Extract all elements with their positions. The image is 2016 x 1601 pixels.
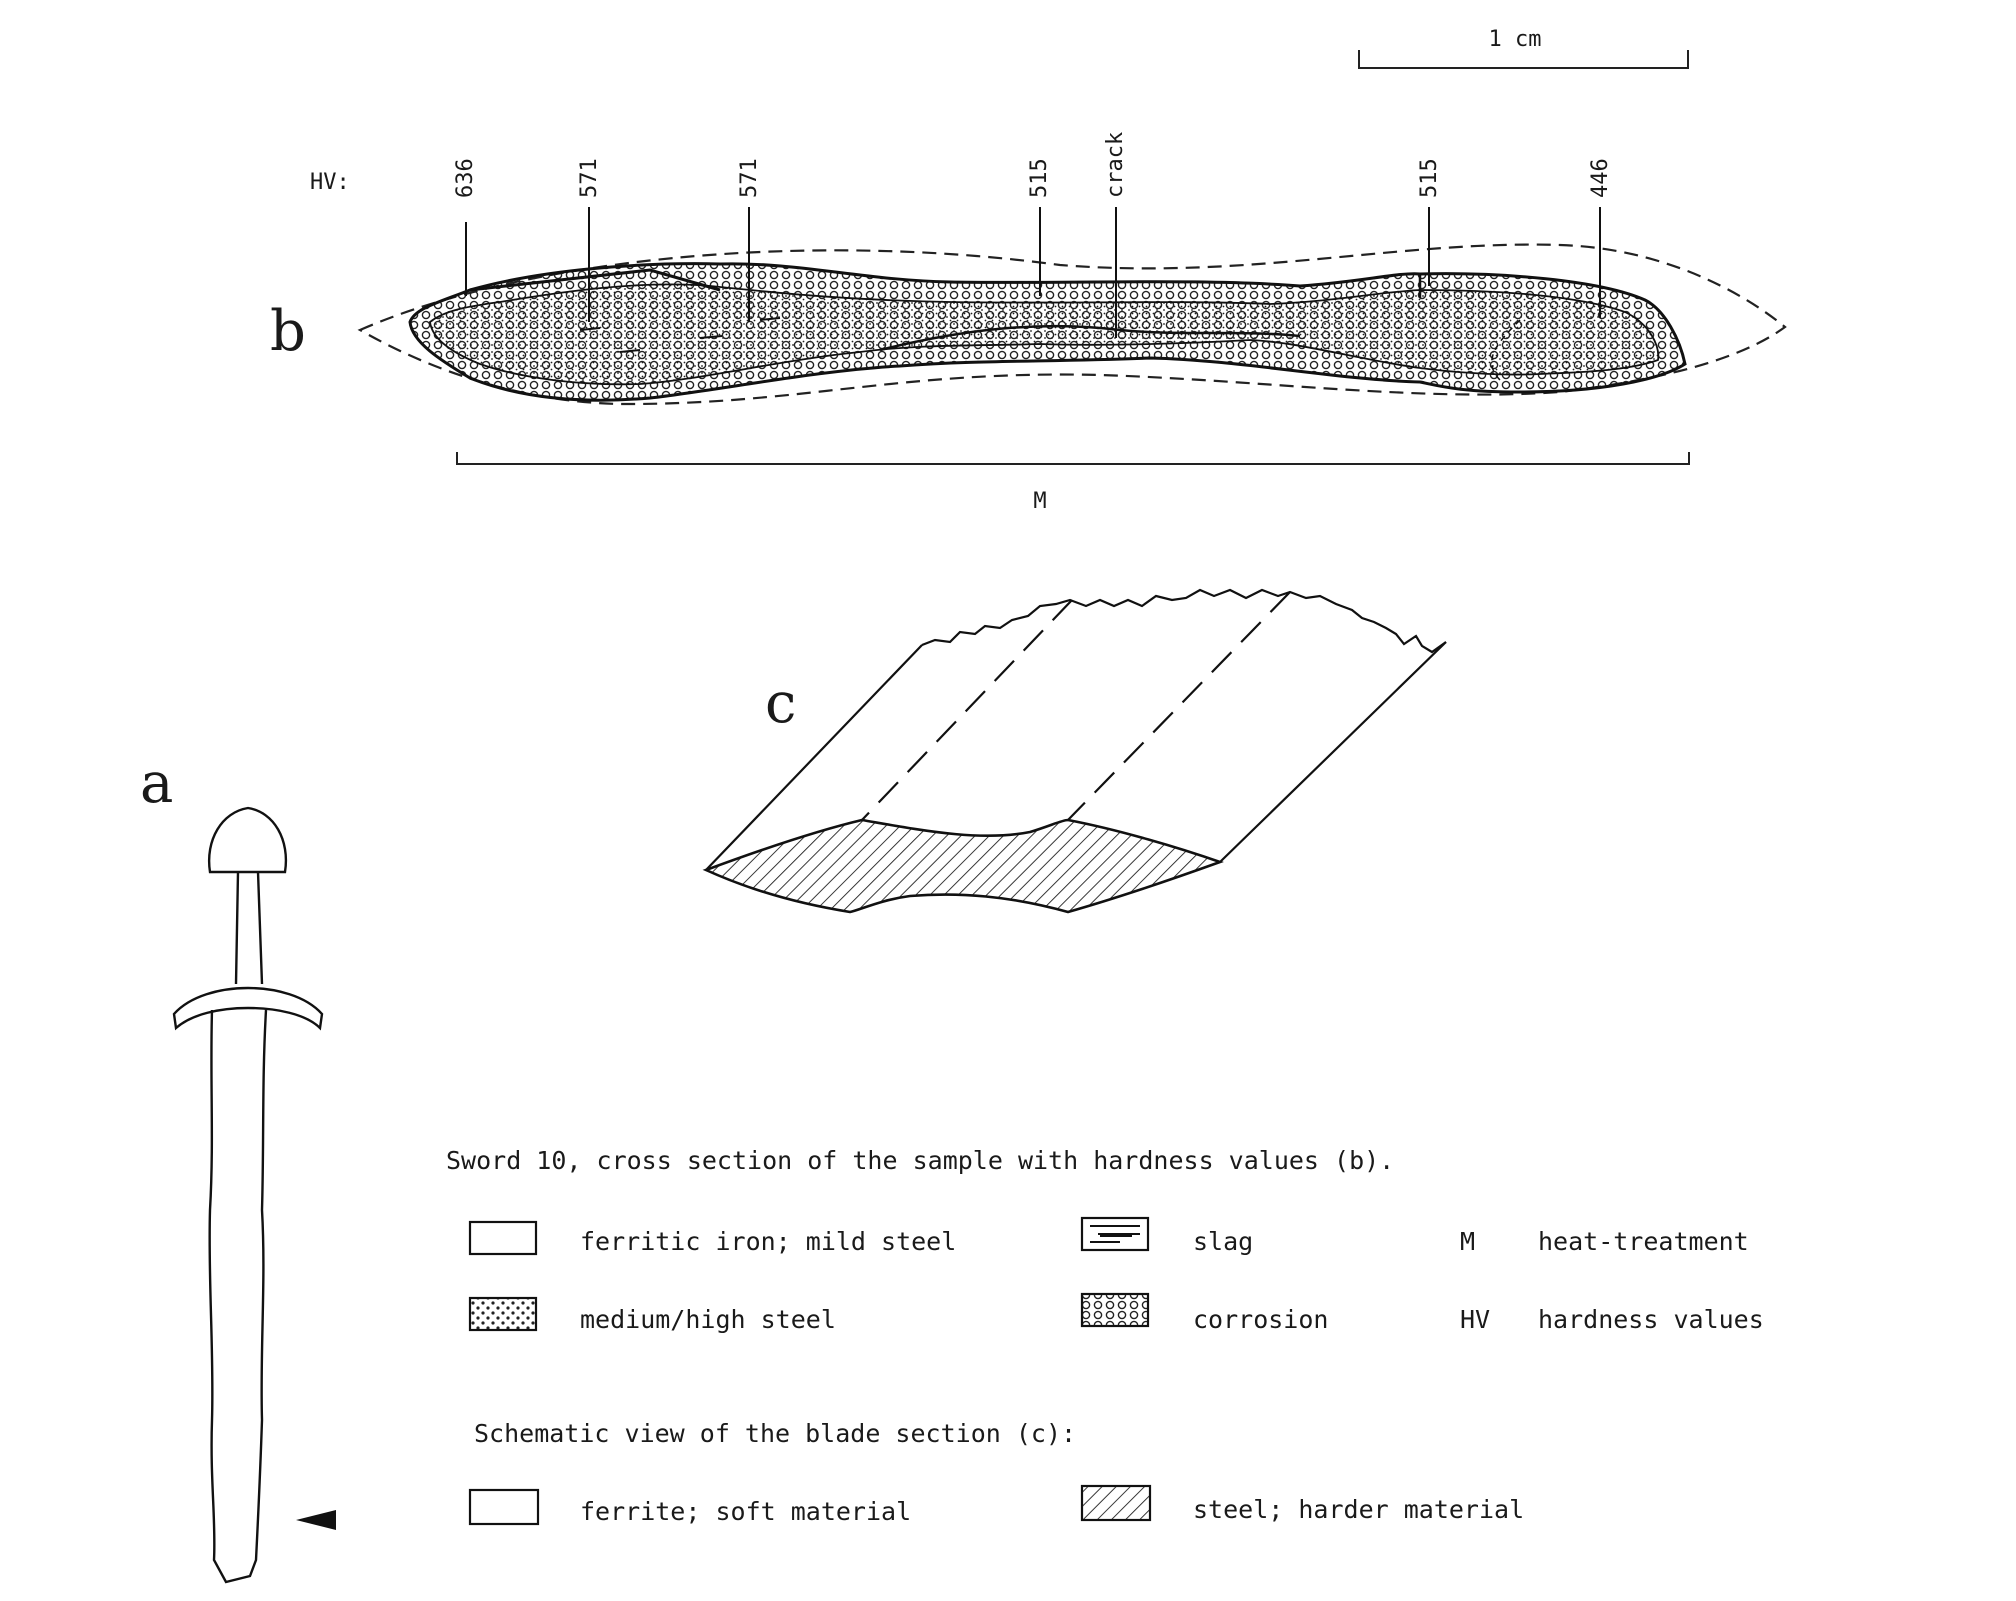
hv-value-5: 515 [1417,158,1442,198]
legend-hv-symbol: HV [1460,1305,1490,1334]
steel-core [429,283,1660,386]
legend-ferritic-label: ferritic iron; mild steel [580,1227,956,1256]
hv-value-6: 446 [1588,158,1613,198]
figure-letter-a: a [140,751,173,816]
legend-swatch-slag [1080,1216,1150,1252]
legend-corrosion-label: corrosion [1193,1305,1328,1334]
sword-drawing-a: a [140,751,336,1584]
legend-steel-label: medium/high steel [580,1305,836,1334]
hv-markers [465,207,1601,338]
legend-ferrite-label: ferrite; soft material [580,1497,911,1526]
scale-bar-label: 1 cm [1489,27,1542,52]
broken-edge [921,588,1447,654]
legend-swatch-circles [1080,1292,1150,1328]
heat-treatment-span: M [456,452,1690,514]
hv-value-1: 636 [453,158,478,198]
legend-slag-label: slag [1193,1227,1253,1256]
hv-value-4: 515 [1027,158,1052,198]
crack-label: crack [1103,132,1128,198]
figure-letter-c: c [765,671,796,736]
hatched-cross-section [702,818,1224,914]
original-blade-outline [357,243,1787,406]
caption-main: Sword 10, cross section of the sample wi… [446,1146,1394,1175]
sword-pommel [207,806,288,874]
hv-prefix-label: HV: [310,170,350,195]
legend-swatch-ferrite [468,1488,540,1526]
blade-schematic-c: c [702,588,1447,914]
scale-bar: 1 cm [1358,27,1689,69]
legend-swatch-dots [468,1296,538,1332]
legend-hardness-label: hardness values [1538,1305,1764,1334]
hv-value-2: 571 [577,158,602,198]
sword-grip [234,871,264,985]
sample-position-arrow [296,1510,336,1530]
legend-swatch-blank [468,1220,538,1256]
legend-steel-harder-label: steel; harder material [1193,1495,1524,1524]
legend-heat-treatment-label: heat-treatment [1538,1227,1749,1256]
hv-value-3: 571 [737,158,762,198]
sword-blade [208,1009,268,1584]
span-label-m: M [1033,489,1046,514]
sword-crossguard [172,986,324,1031]
caption-schematic: Schematic view of the blade section (c): [474,1419,1076,1448]
legend-m-symbol: M [1460,1227,1475,1256]
caption-block: Sword 10, cross section of the sample wi… [446,1146,1764,1526]
figure-letter-b: b [270,299,306,364]
legend-swatch-hatch [1080,1484,1152,1522]
cross-section-b: b HV: 636 571 571 515 crack 515 4 [270,132,1787,514]
